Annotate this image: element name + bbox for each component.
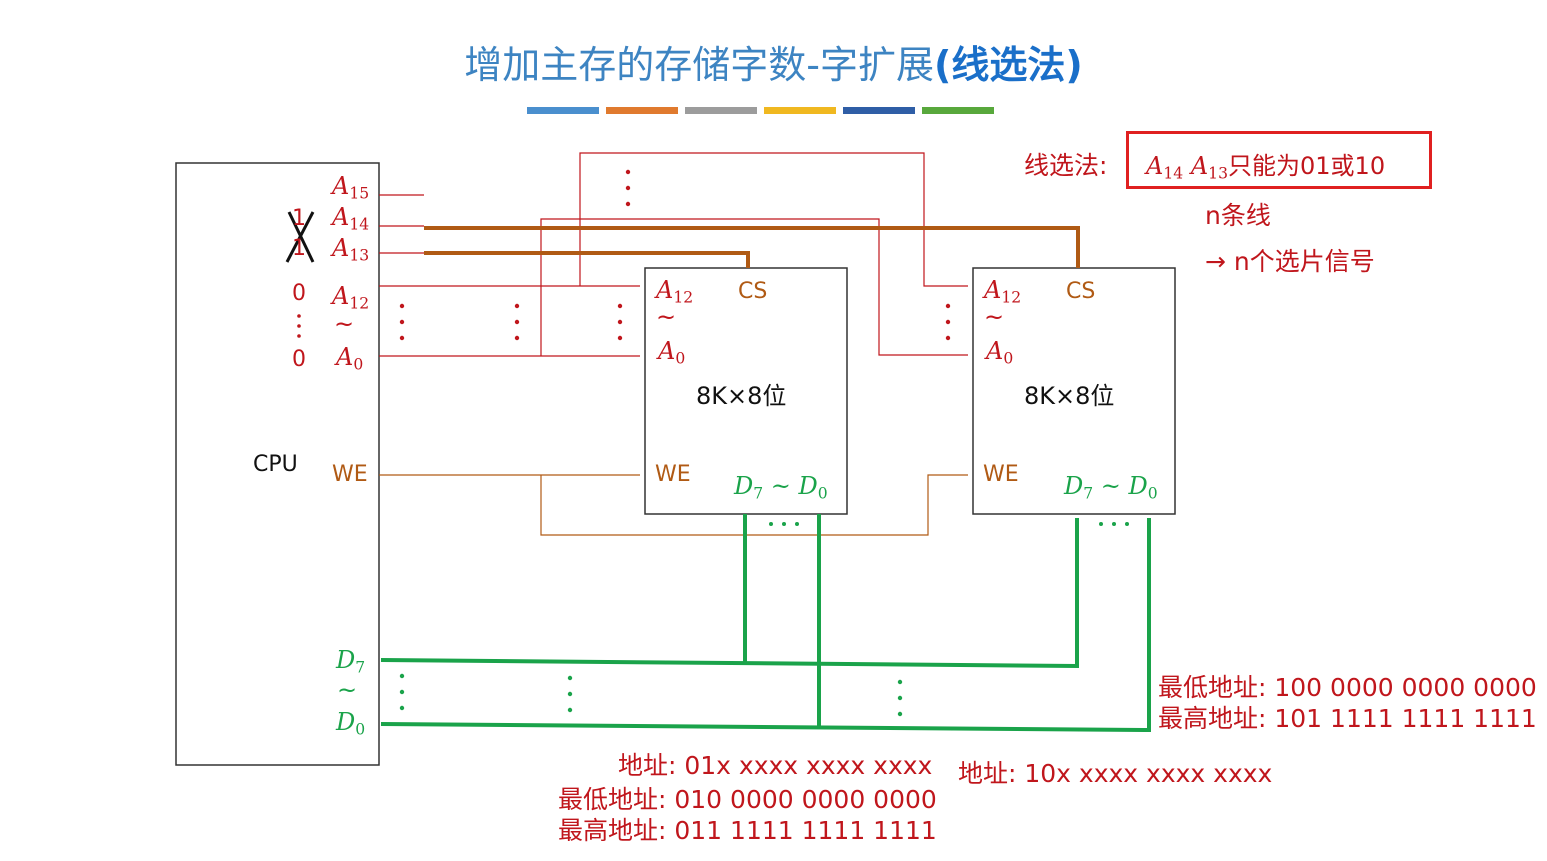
color-bar-2: [606, 107, 678, 114]
chip2-box: [972, 267, 1176, 515]
chip1-addr-lo: A0: [658, 337, 686, 368]
we-lines: [379, 474, 968, 536]
ellipsis-dots: [297, 169, 951, 341]
cpu-pin-we: WE: [332, 462, 368, 487]
chip2-address-highest: 最高地址: 101 1111 1111 1111: [1158, 704, 1537, 733]
color-bar-5: [843, 107, 915, 114]
bit-a14: 1: [292, 206, 306, 231]
chip2-addr-tilde: ~: [984, 303, 1005, 331]
chip2-address-range: 地址: 10x xxxx xxxx xxxx: [958, 759, 1273, 788]
chip2-addr-lo: A0: [986, 337, 1014, 368]
chip2-cs: CS: [1066, 279, 1096, 304]
cpu-pin-data-tilde: ~: [337, 676, 358, 704]
cpu-box: [175, 162, 380, 766]
data-lines: [380, 514, 1151, 733]
n-signals-note: → n个选片信号: [1205, 247, 1375, 276]
chip1-addr-tilde: ~: [656, 303, 677, 331]
color-bar-6: [922, 107, 994, 114]
chip1-data: D7 ~ D0: [734, 472, 828, 503]
chip1-addr-hi: A12: [656, 276, 694, 307]
chip2-address-lowest: 最低地址: 100 0000 0000 0000: [1158, 673, 1537, 702]
cpu-pin-d0: D0: [336, 708, 366, 739]
address-lines: [379, 152, 968, 357]
chip1-address-lowest: 最低地址: 010 0000 0000 0000: [558, 785, 937, 814]
color-bar-1: [527, 107, 599, 114]
color-bar-4: [764, 107, 836, 114]
cpu-pin-a0: A0: [336, 343, 364, 374]
data-ellipsis-dots: [399, 522, 1129, 717]
chip2-data: D7 ~ D0: [1064, 472, 1158, 503]
title-method: (线选法): [933, 43, 1083, 87]
cpu-pin-a12: A12: [332, 282, 370, 313]
cpu-pin-d7: D7: [336, 646, 366, 677]
chip1-address-highest: 最高地址: 011 1111 1111 1111: [558, 816, 937, 845]
chip-select-lines: [424, 226, 1080, 268]
chip1-address-range: 地址: 01x xxxx xxxx xxxx: [618, 751, 933, 780]
cpu-label: CPU: [253, 452, 298, 477]
color-bar-3: [685, 107, 757, 114]
bit-a12: 0: [292, 281, 306, 306]
strike-mark: [285, 211, 315, 263]
chip2-addr-hi: A12: [984, 276, 1022, 307]
cpu-pin-a15: A15: [332, 172, 370, 203]
title-main: 增加主存的存储字数-字扩展: [464, 43, 934, 87]
bit-a13: 1: [292, 236, 306, 261]
cpu-pin-tilde: ~: [334, 310, 355, 338]
line-select-rule: A14 A13只能为01或10: [1146, 152, 1386, 183]
bit-a0: 0: [292, 347, 306, 372]
line-select-highlight-box: [1126, 131, 1432, 189]
n-lines-note: n条线: [1205, 201, 1271, 230]
chip2-we: WE: [983, 462, 1019, 487]
chip1-cs: CS: [738, 279, 768, 304]
chip1-size: 8K×8位: [696, 382, 787, 410]
page-title: 增加主存的存储字数-字扩展(线选法): [0, 34, 1547, 89]
chip2-size: 8K×8位: [1024, 382, 1115, 410]
chip1-we: WE: [655, 462, 691, 487]
cpu-pin-a13: A13: [332, 234, 370, 265]
cpu-pin-a14: A14: [332, 203, 370, 234]
line-select-label: 线选法:: [1024, 151, 1108, 180]
